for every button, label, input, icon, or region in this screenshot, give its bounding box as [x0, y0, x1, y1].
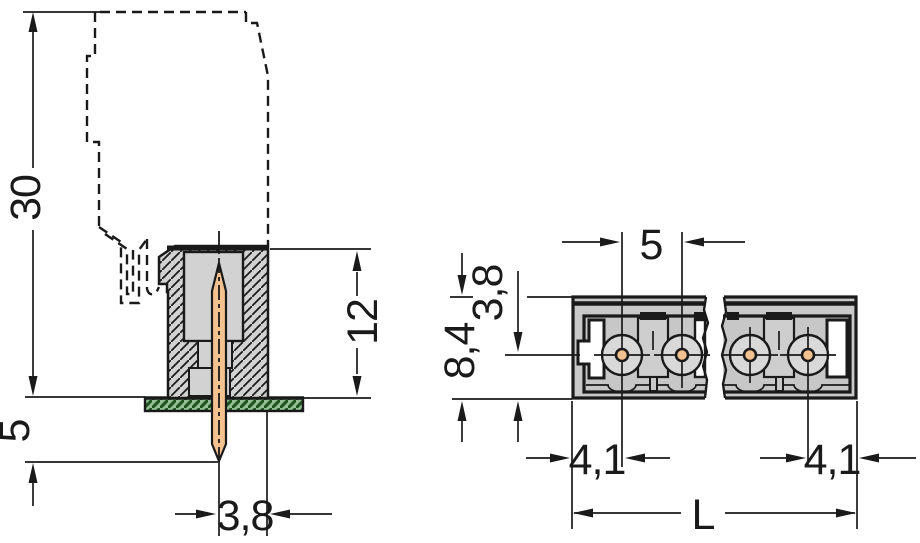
dim-body-height: 12	[270, 248, 387, 399]
dim-12-label: 12	[339, 299, 387, 345]
divider-cap	[766, 312, 792, 320]
divider-cap	[727, 312, 739, 320]
arrowhead-right	[836, 508, 856, 518]
phantom-latch-hook	[98, 226, 148, 305]
break-line	[701, 296, 710, 399]
dim-L-label: L	[692, 491, 715, 539]
dim-38-top-label: 3,8	[464, 265, 512, 322]
connector-section-left	[571, 295, 710, 400]
arrowhead-down	[28, 376, 38, 396]
arrowhead-left	[859, 453, 879, 463]
dim-41-left-label: 4,1	[569, 436, 626, 484]
dim-body-depth: 8,4	[436, 253, 572, 442]
divider-foot-slot	[775, 376, 784, 392]
arrowhead-up	[28, 463, 38, 483]
connector-section-right	[720, 295, 858, 400]
arrowhead-left	[573, 508, 593, 518]
arrowhead-up	[457, 401, 467, 421]
arrowhead-down	[457, 275, 467, 295]
dim-5-label: 5	[0, 419, 39, 442]
dim-end-to-pin-right: 4,1	[760, 401, 916, 529]
keying-slot-right	[825, 318, 849, 379]
dim-41-right-label: 4,1	[804, 436, 861, 484]
dim-overall-height: 30	[2, 11, 100, 396]
dim-30-label: 30	[2, 175, 50, 221]
dim-overall-length: L	[573, 491, 856, 539]
top-view: 5 8,4 3,8 4,1	[436, 221, 916, 539]
dim-84-label: 8,4	[436, 323, 484, 380]
arrowhead-left	[625, 453, 645, 463]
arrowhead-left	[270, 509, 290, 519]
arrowhead-left	[684, 237, 704, 247]
dim-pin-to-edge: 3,8	[452, 265, 572, 442]
dim-pin-offset: 3,8	[175, 412, 332, 540]
break-line	[720, 296, 728, 399]
divider-cap	[694, 312, 706, 320]
dim-pin-pitch: 5	[562, 221, 745, 269]
arrowhead-right	[196, 509, 216, 519]
arrowhead-right	[550, 453, 570, 463]
pin-contacts	[614, 347, 816, 363]
dim-end-to-pin-left: 4,1	[526, 401, 670, 529]
arrowhead-up	[28, 12, 38, 32]
arrowhead-up	[352, 251, 362, 271]
side-view: 30 5 12 3,8	[0, 10, 387, 540]
arrowhead-down	[513, 332, 523, 352]
keying-slot-left	[576, 318, 606, 380]
dim-pitch-label: 5	[640, 221, 663, 269]
divider-foot-slot	[649, 376, 658, 392]
dim-pin-protrusion: 5	[0, 396, 218, 506]
arrowhead-up	[513, 401, 523, 421]
arrowhead-right	[600, 237, 620, 247]
arrowhead-down	[352, 376, 362, 396]
arrowhead-right	[786, 453, 806, 463]
dim-38-label: 3,8	[217, 492, 274, 540]
phantom-plug-outline	[85, 10, 270, 305]
divider-cap	[640, 312, 666, 320]
